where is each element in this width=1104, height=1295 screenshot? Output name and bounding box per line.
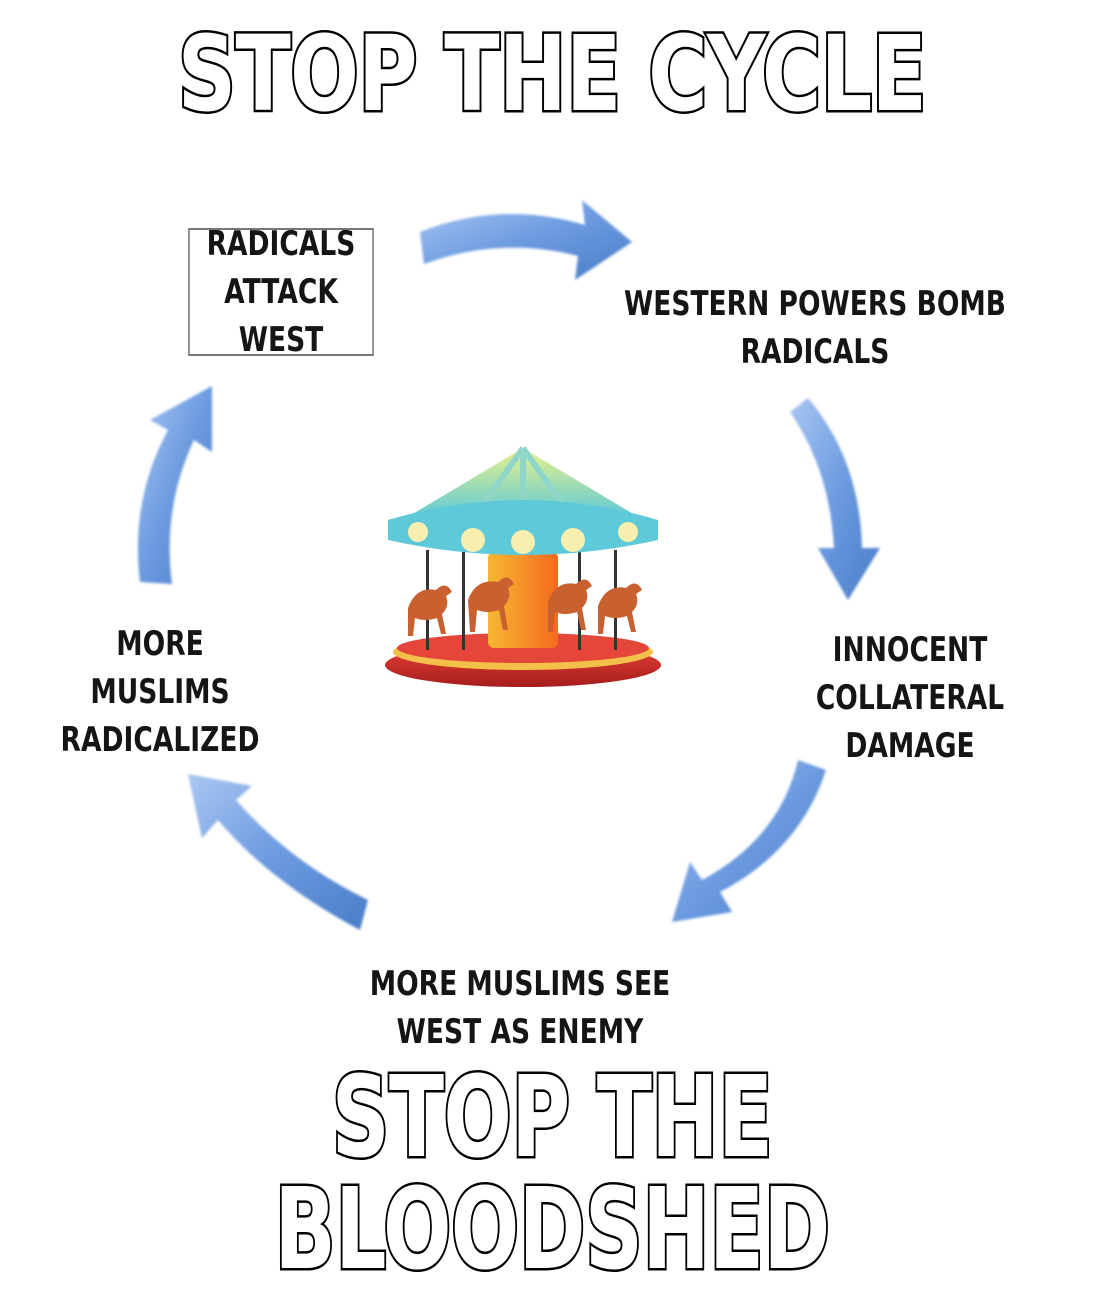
- node-muslims-radicalized: MORE MUSLIMS RADICALIZED: [51, 620, 269, 764]
- page-title: STOP THE CYCLE: [176, 13, 929, 135]
- node-western-powers-bomb: WESTERN POWERS BOMB RADICALS: [616, 280, 1014, 376]
- node-western-bomb-line1: WESTERN POWERS BOMB: [623, 284, 1006, 324]
- node-radicals-attack-line1: RADICALS: [206, 224, 356, 264]
- node-radicals-attack-west: RADICALS ATTACK WEST: [188, 224, 374, 360]
- node-collateral-line1: INNOCENT COLLATERAL: [815, 630, 1005, 718]
- node-enemy-line1: MORE MUSLIMS SEE: [369, 964, 671, 1004]
- cycle-diagram: [137, 200, 880, 930]
- arrow-damage-to-enemy-icon: [672, 760, 826, 922]
- node-western-bomb-line2: RADICALS: [740, 332, 890, 372]
- node-muslims-see-west-as-enemy: MORE MUSLIMS SEE WEST AS ENEMY: [348, 960, 691, 1056]
- arrow-radicalized-to-attack-icon: [137, 386, 212, 584]
- arrow-bomb-to-damage-icon: [790, 398, 880, 600]
- arrow-enemy-to-radicalized-icon: [188, 774, 368, 930]
- node-radicalized-line2: RADICALIZED: [60, 720, 260, 760]
- carousel-icon: [385, 446, 661, 687]
- arrow-attack-to-bomb-icon: [420, 200, 632, 280]
- node-innocent-collateral-damage: INNOCENT COLLATERAL DAMAGE: [738, 626, 1081, 770]
- node-radicalized-line1: MORE MUSLIMS: [90, 624, 230, 712]
- node-collateral-line2: DAMAGE: [845, 726, 975, 766]
- node-radicals-attack-line2: ATTACK WEST: [224, 272, 338, 360]
- node-enemy-line2: WEST AS ENEMY: [396, 1012, 644, 1052]
- page-subtitle: STOP THE BLOODSHED: [273, 1053, 832, 1295]
